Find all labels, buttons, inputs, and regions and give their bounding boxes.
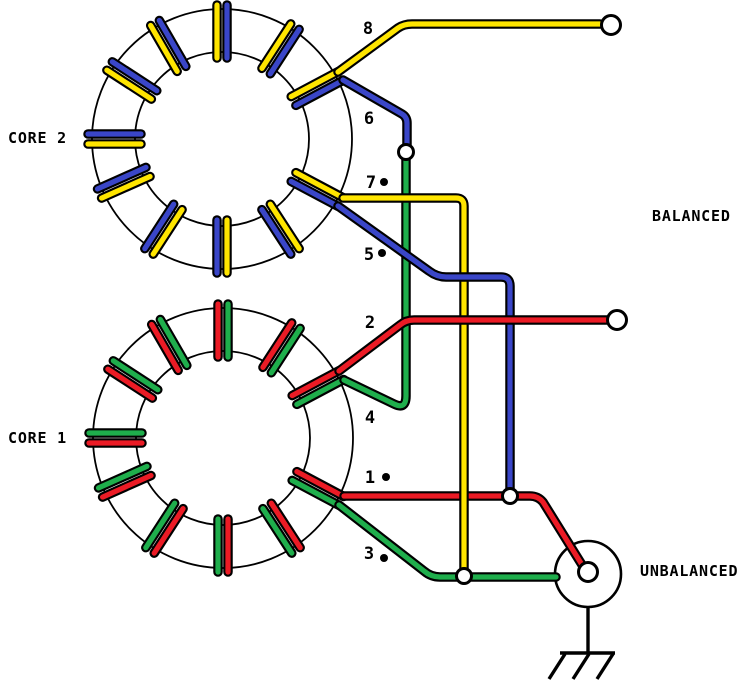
- unbalanced-center-pin: [577, 561, 599, 583]
- core-1-winding-bar: [289, 477, 342, 508]
- core-2-winding-bar: [259, 207, 294, 257]
- core-1-winding-bar: [294, 469, 347, 500]
- core-2-winding-bar: [267, 201, 302, 252]
- core-1-winding-bar: [289, 368, 342, 399]
- core-2-winding-bar: [142, 201, 177, 252]
- pin-1-label: 1: [365, 468, 375, 488]
- core-1-winding-bar: [260, 320, 295, 370]
- core-1-winding-bar: [151, 506, 186, 556]
- core-2-winding-bar: [267, 26, 302, 77]
- core-2-winding-bar: [109, 59, 160, 94]
- wire-8-yellow-outline: [333, 19, 605, 77]
- wire-2-red: [336, 317, 611, 374]
- phase-dot-7: [380, 178, 388, 186]
- core-2-winding-bar: [293, 170, 346, 201]
- unbalanced-label: UNBALANCED: [640, 562, 738, 580]
- wire-6-blue: [340, 77, 410, 151]
- phase-dot-3: [380, 554, 388, 562]
- core-2-inner-ring: [134, 51, 310, 227]
- core-1-winding-bar: [105, 366, 155, 401]
- wire-3-green-outline: [334, 500, 561, 582]
- core-1-winding-bar: [95, 463, 150, 491]
- core-1-winding-bar: [294, 376, 347, 407]
- pin-4-label: 4: [365, 408, 375, 428]
- core-1-winding-bar: [143, 500, 178, 551]
- pin-5-label: 5: [364, 245, 374, 265]
- pin-6-label: 6: [364, 109, 374, 129]
- core-2-winding-bar: [288, 69, 341, 100]
- core-2-winding-bar: [259, 21, 294, 71]
- core-1-winding-bar: [157, 316, 190, 368]
- core-1-inner-ring: [135, 350, 311, 526]
- pin-3-label: 3: [364, 544, 374, 564]
- core-2-winding-bar: [104, 67, 154, 102]
- core-2-winding-bar: [99, 173, 153, 201]
- wire-5-blue: [335, 203, 513, 493]
- ground-hatch: [571, 653, 591, 680]
- core-2-winding-bar: [293, 77, 346, 108]
- core-2-winding-bar: [156, 17, 189, 69]
- pin-7-label: 7: [366, 173, 376, 193]
- wire-8-yellow: [335, 21, 603, 75]
- balanced-label: BALANCED: [652, 207, 731, 225]
- label-layer: CORE 2 CORE 1 BALANCED UNBALANCED 8 6 7 …: [8, 19, 738, 580]
- core-1-winding-bar: [110, 358, 161, 393]
- core-1-winding-bar: [260, 506, 295, 556]
- junction-6-4: [397, 143, 415, 161]
- wire-1-red: [341, 493, 587, 571]
- junction-7-3: [455, 567, 473, 585]
- core-2-winding-bar: [94, 164, 149, 192]
- core-2-winding-bar: [150, 207, 185, 257]
- wire-3-green: [336, 502, 559, 580]
- phase-dot-5: [378, 249, 386, 257]
- core-1-winding-bar: [100, 472, 154, 500]
- core1-label: CORE 1: [8, 429, 67, 447]
- ground-hatch: [547, 653, 567, 680]
- pin-2-label: 2: [365, 313, 375, 333]
- core-1-winding-bar: [149, 321, 181, 373]
- junction-5-1: [501, 487, 519, 505]
- ground-hatch: [595, 653, 615, 680]
- wire-2-red-outline: [334, 315, 613, 376]
- balanced-terminal-bottom: [606, 309, 628, 331]
- core-2-winding-bar: [288, 178, 341, 209]
- phase-dot-1: [382, 473, 390, 481]
- core-1-winding-bar: [268, 500, 303, 551]
- wire-4-green: [341, 155, 409, 409]
- pin-8-label: 8: [363, 19, 373, 39]
- balanced-terminal-top: [600, 14, 622, 36]
- schematic-artwork: [83, 0, 628, 680]
- wire-7-yellow: [340, 195, 467, 573]
- core2-label: CORE 2: [8, 129, 67, 147]
- core-2-winding-bar: [148, 22, 180, 74]
- core-1-winding-bar: [268, 325, 303, 376]
